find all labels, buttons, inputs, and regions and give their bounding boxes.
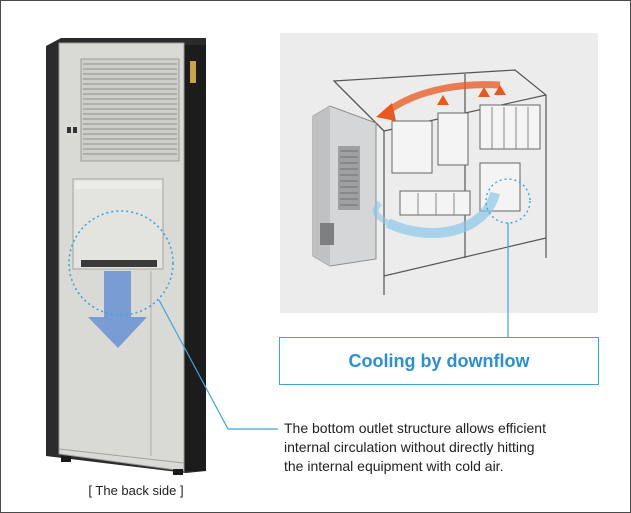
description-line-2: internal circulation without directly hi… [284, 439, 535, 455]
description-text: The bottom outlet structure allows effic… [284, 419, 614, 476]
cooling-label-box: Cooling by downflow [279, 337, 599, 385]
back-side-caption: [ The back side ] [88, 483, 184, 498]
cooling-label: Cooling by downflow [348, 350, 530, 371]
cabinet-diagram-panel [280, 33, 598, 313]
cabinet-diagram [312, 69, 547, 313]
description-line-3: the internal equipment with cold air. [284, 458, 504, 474]
warm-air-arrow-icon [376, 81, 506, 121]
description-line-1: The bottom outlet structure allows effic… [284, 420, 546, 436]
cold-air-flow-icon [372, 191, 500, 238]
